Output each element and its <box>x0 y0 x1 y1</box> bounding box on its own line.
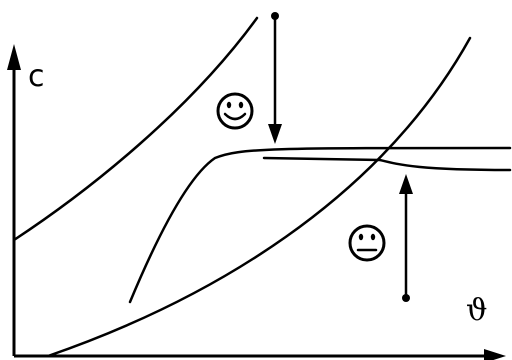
down-arrow-head <box>268 124 282 144</box>
happy-face-icon <box>216 92 254 130</box>
down-arrow <box>268 12 282 144</box>
x-axis-arrowhead <box>484 349 506 360</box>
neutral-face-icon <box>348 224 386 262</box>
rising-plateau-curve <box>128 146 512 304</box>
y-axis-label: c <box>28 59 45 94</box>
lower-plateau-curve <box>262 156 512 172</box>
x-axis-label: ϑ <box>466 293 487 328</box>
up-arrow-head <box>399 174 413 194</box>
lower-rising-curve <box>46 36 472 358</box>
y-axis-arrowhead <box>7 44 21 70</box>
upper-left-curve <box>12 16 259 242</box>
up-arrow <box>399 174 413 302</box>
axes <box>12 58 492 358</box>
